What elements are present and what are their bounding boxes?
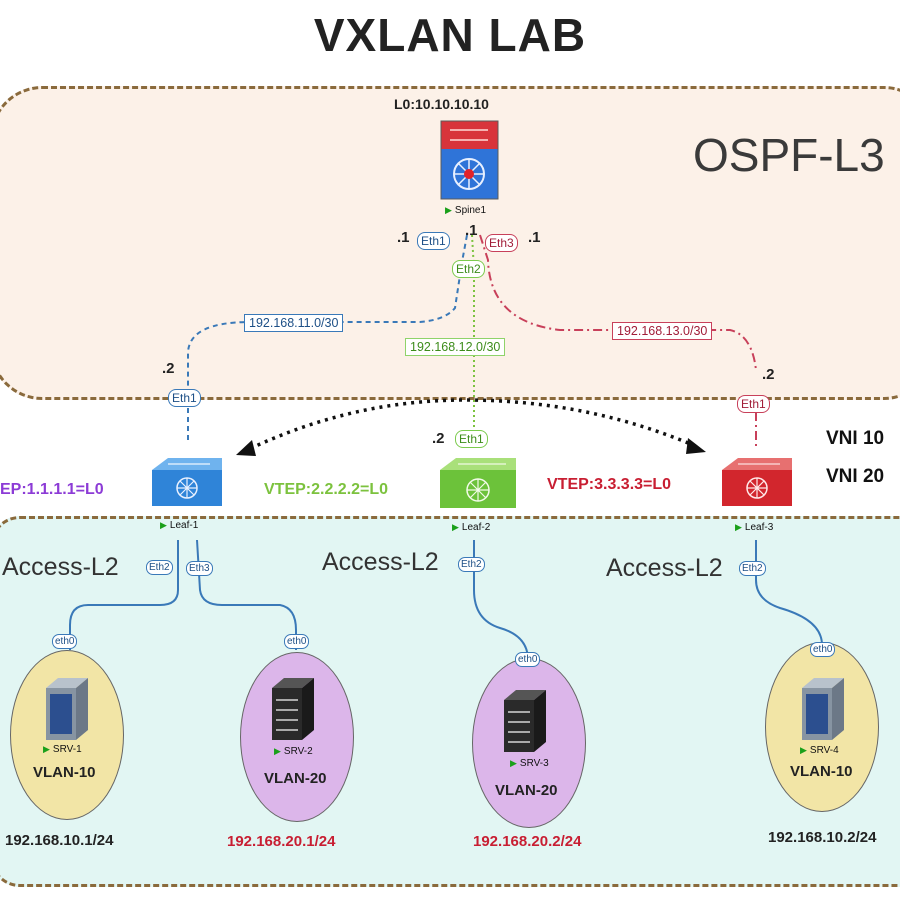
tunnel-arrow-right-icon bbox=[686, 438, 706, 454]
ospf-l3-label: OSPF-L3 bbox=[693, 129, 885, 181]
leaf2-vtep-label: VTEP:2.2.2.2=L0 bbox=[264, 481, 389, 498]
srv4-vlan-label: VLAN-10 bbox=[790, 763, 853, 780]
access-l2-zone bbox=[0, 516, 900, 887]
access-l2-label-2: Access-L2 bbox=[322, 548, 439, 576]
srv3-ip-label: 192.168.20.2/24 bbox=[473, 833, 582, 850]
leaf2-name-label: ▶Leaf-2 bbox=[452, 522, 491, 533]
srv4-name-label: ▶SRV-4 bbox=[800, 745, 839, 756]
access-l2-label-3: Access-L2 bbox=[606, 554, 723, 582]
tunnel-arrow-left-icon bbox=[236, 440, 256, 456]
srv4-ip-label: 192.168.10.2/24 bbox=[768, 829, 877, 846]
leaf2-uplink-address: .2 bbox=[432, 430, 445, 447]
leaf-switch-icon bbox=[440, 458, 516, 508]
link-leaf1-srv1 bbox=[69, 540, 179, 650]
subnet-leaf2-link: 192.168.12.0/30 bbox=[405, 338, 506, 356]
leaf1-port-eth2[interactable]: Eth2 bbox=[146, 560, 173, 575]
vni-10-label: VNI 10 bbox=[826, 428, 885, 449]
leaf1-vtep-label: EP:1.1.1.1=L0 bbox=[0, 481, 104, 498]
spine-loopback-label: L0:10.10.10.10 bbox=[394, 96, 489, 112]
leaf3-uplink-address: .2 bbox=[762, 366, 775, 383]
srv3-vlan-label: VLAN-20 bbox=[495, 782, 558, 799]
link-leaf2-srv3 bbox=[473, 540, 529, 661]
server-tower-icon bbox=[802, 678, 844, 740]
vlan-10-bubble-srv4 bbox=[765, 642, 879, 812]
server-tower-icon bbox=[272, 678, 314, 740]
spine-port-eth1[interactable]: Eth1 bbox=[417, 232, 450, 250]
spine-name-label: ▶Spine1 bbox=[445, 205, 487, 216]
leaf-switch-icon bbox=[152, 458, 222, 506]
link-spine-leaf3 bbox=[479, 234, 757, 371]
spine-switch-icon bbox=[440, 120, 499, 200]
spine-eth3-address: .1 bbox=[528, 229, 541, 246]
srv1-name-label: ▶SRV-1 bbox=[43, 744, 82, 755]
leaf3-port-eth2[interactable]: Eth2 bbox=[739, 561, 766, 576]
vxlan-tunnel-arc bbox=[242, 398, 701, 454]
server-tower-icon bbox=[46, 678, 88, 740]
link-leaf1-srv2 bbox=[196, 539, 297, 650]
access-l2-label-1: Access-L2 bbox=[2, 553, 119, 581]
link-leaf3-srv4 bbox=[755, 540, 823, 646]
srv3-name-label: ▶SRV-3 bbox=[510, 758, 549, 769]
srv3-port-eth0[interactable]: eth0 bbox=[515, 652, 541, 667]
srv2-vlan-label: VLAN-20 bbox=[264, 770, 327, 787]
leaf1-uplink-address: .2 bbox=[162, 360, 175, 377]
leaf3-vtep-label: VTEP:3.3.3.3=L0 bbox=[547, 476, 672, 493]
leaf-switch-icon bbox=[722, 458, 792, 506]
leaf1-name-label: ▶Leaf-1 bbox=[160, 520, 199, 531]
srv1-port-eth0[interactable]: eth0 bbox=[52, 634, 78, 649]
leaf1-port-eth1[interactable]: Eth1 bbox=[168, 389, 201, 407]
srv2-ip-label: 192.168.20.1/24 bbox=[227, 833, 336, 850]
srv2-name-label: ▶SRV-2 bbox=[274, 746, 313, 757]
leaf1-port-eth3[interactable]: Eth3 bbox=[186, 561, 213, 576]
server-tower-icon bbox=[504, 690, 546, 752]
srv4-port-eth0[interactable]: eth0 bbox=[810, 642, 836, 657]
srv2-port-eth0[interactable]: eth0 bbox=[284, 634, 310, 649]
spine-eth2-address: .1 bbox=[465, 222, 478, 239]
srv1-ip-label: 192.168.10.1/24 bbox=[5, 832, 114, 849]
spine-eth1-address: .1 bbox=[397, 229, 410, 246]
link-spine-leaf1 bbox=[187, 234, 468, 390]
spine-port-eth3[interactable]: Eth3 bbox=[485, 234, 518, 252]
leaf2-port-eth2[interactable]: Eth2 bbox=[458, 557, 485, 572]
vni-20-label: VNI 20 bbox=[826, 466, 885, 487]
spine-port-eth2[interactable]: Eth2 bbox=[452, 260, 485, 278]
leaf3-port-eth1[interactable]: Eth1 bbox=[737, 395, 770, 413]
diagram-title: VXLAN LAB bbox=[313, 9, 587, 61]
leaf3-name-label: ▶Leaf-3 bbox=[735, 522, 774, 533]
srv1-vlan-label: VLAN-10 bbox=[33, 764, 96, 781]
subnet-leaf3-link: 192.168.13.0/30 bbox=[612, 322, 713, 340]
subnet-leaf1-link: 192.168.11.0/30 bbox=[244, 314, 344, 332]
leaf2-port-eth1[interactable]: Eth1 bbox=[455, 430, 488, 448]
